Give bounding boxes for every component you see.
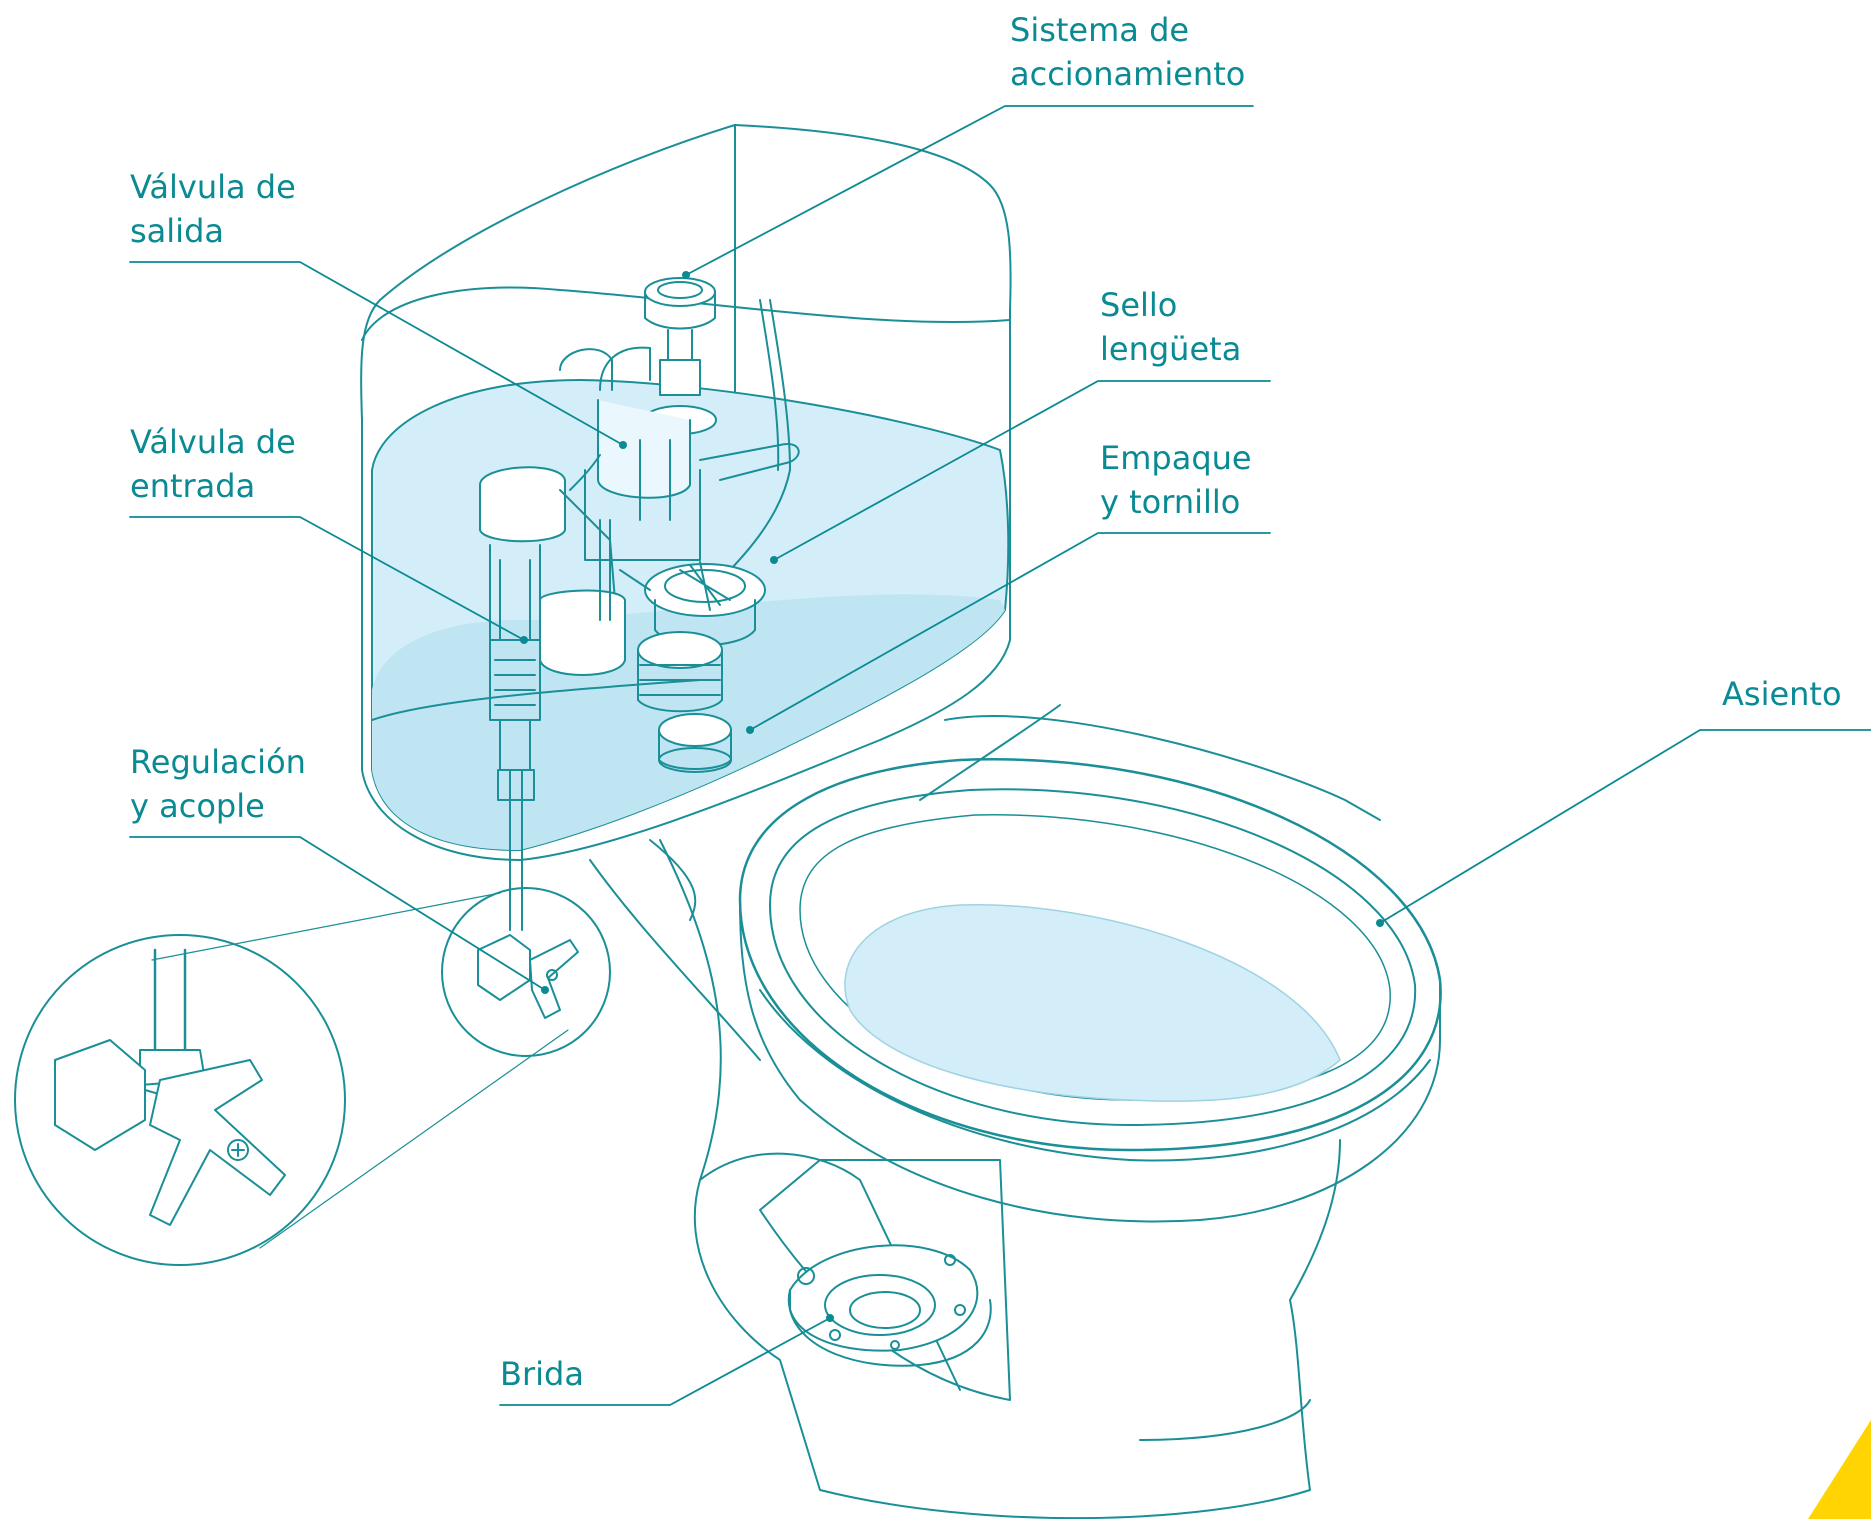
label-sello-line1: Sello <box>1100 286 1178 324</box>
fill-valve <box>479 466 626 771</box>
label-sistema-line1: Sistema de <box>1010 11 1190 49</box>
label-brida-line1: Brida <box>500 1355 584 1393</box>
leader-sistema <box>685 105 1254 276</box>
label-sistema-line2: accionamiento <box>1010 55 1246 93</box>
leader-empaque <box>749 532 1271 731</box>
flush-button <box>643 277 717 435</box>
label-valvula-salida-line2: salida <box>130 212 224 250</box>
label-asiento: Asiento <box>1722 672 1842 716</box>
leader-dots <box>520 271 1384 1322</box>
toilet-bowl <box>738 704 1442 1223</box>
zoom-connector <box>151 892 569 1249</box>
flapper-seal <box>619 561 766 646</box>
label-sistema-accionamiento: Sistema de accionamiento <box>1010 8 1245 96</box>
leader-sello <box>773 380 1271 561</box>
label-brida: Brida <box>500 1352 584 1396</box>
label-sello-lengueta: Sello lengüeta <box>1100 283 1241 371</box>
label-empaque-tornillo: Empaque y tornillo <box>1100 436 1252 524</box>
label-sello-line2: lengüeta <box>1100 330 1242 368</box>
leader-lines <box>129 105 1871 1406</box>
yellow-accent-shape <box>1808 1420 1871 1519</box>
leader-valvula-entrada <box>129 516 525 641</box>
label-valvula-salida-line1: Válvula de <box>130 168 296 206</box>
outlet-valve <box>559 299 800 581</box>
supply-pipe <box>497 769 535 931</box>
label-valvula-entrada: Válvula de entrada <box>130 420 296 508</box>
leader-regulacion <box>129 836 546 991</box>
label-empaque-line1: Empaque <box>1100 439 1252 477</box>
label-empaque-line2: y tornillo <box>1100 483 1241 521</box>
label-regulacion-acople: Regulación y acople <box>130 740 306 828</box>
leader-brida <box>499 1317 831 1406</box>
label-regulacion-line2: y acople <box>130 787 265 825</box>
label-regulacion-line1: Regulación <box>130 743 306 781</box>
toilet-tank <box>360 124 1012 921</box>
gasket-bolt <box>637 631 732 773</box>
label-valvula-entrada-line2: entrada <box>130 467 256 505</box>
label-valvula-entrada-line1: Válvula de <box>130 423 296 461</box>
label-valvula-salida: Válvula de salida <box>130 165 296 253</box>
flange <box>787 1244 992 1367</box>
leader-valvula-salida <box>129 261 624 446</box>
angle-valve-zoom <box>14 934 346 1266</box>
angle-valve-small <box>441 887 611 1057</box>
label-asiento-line1: Asiento <box>1722 675 1842 713</box>
leader-asiento <box>1379 729 1871 924</box>
